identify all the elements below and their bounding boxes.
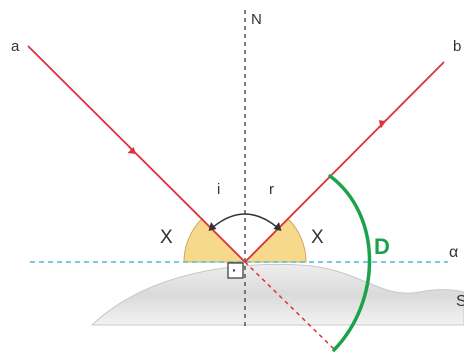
angle-arc-arrow-left [208,222,217,231]
angle-i-label: i [217,181,220,198]
reflected-ray-arrow [378,120,386,129]
normal-label: N [251,11,262,28]
right-angle-label: · [232,262,237,278]
complement-left-label: X [160,227,173,248]
deviation-arc [328,174,372,352]
right-angle-marker [227,262,244,279]
incident-point-label: a [11,38,20,55]
reflecting-surface [90,263,464,326]
incident-ray-arrow [127,147,136,154]
deviation-label: D [374,234,390,259]
incident-ray [27,45,246,263]
plane-label: α [449,244,458,261]
surface-label: S [456,293,464,310]
reflected-ray [244,61,445,263]
ray-extension [244,261,336,351]
reflected-point-label: b [453,38,461,55]
complement-right-label: X [311,227,324,248]
angle-arc [211,213,279,229]
angle-arc-arrow-right [273,222,282,231]
angle-r-label: r [269,181,274,198]
